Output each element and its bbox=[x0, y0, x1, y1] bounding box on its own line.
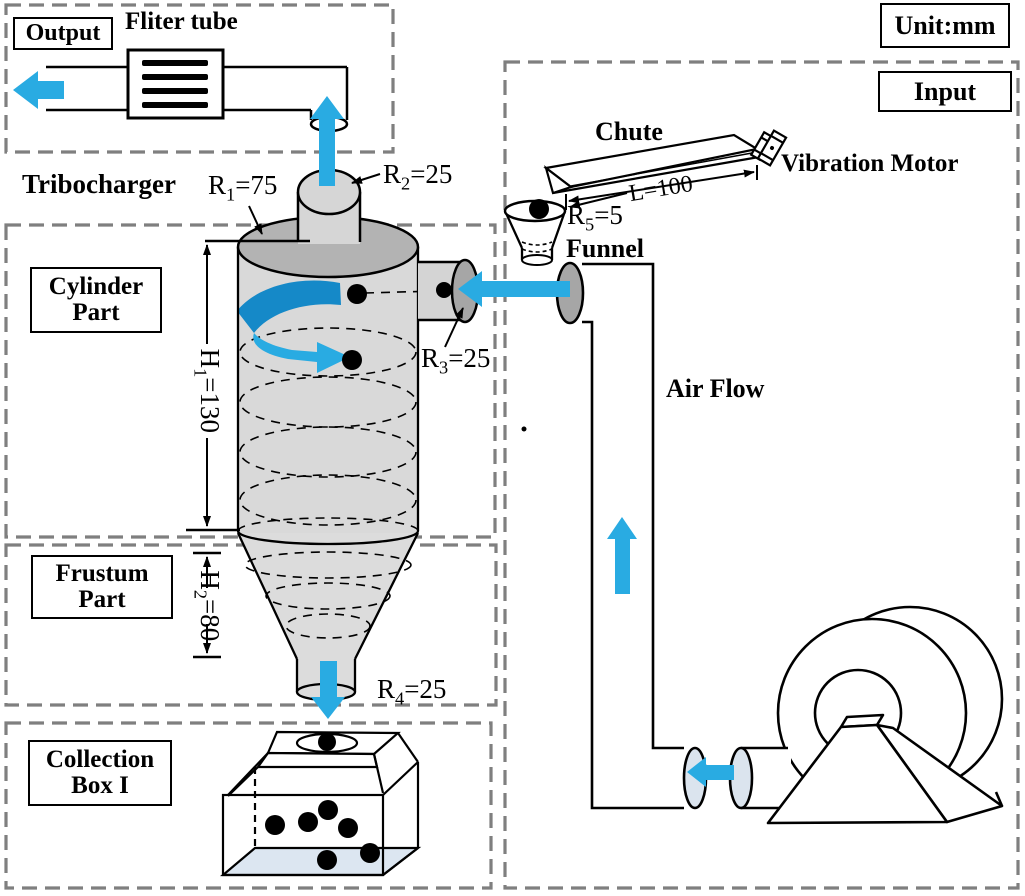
cylinder-part-line1: Cylinder bbox=[48, 272, 144, 300]
output-flow-arrow bbox=[13, 71, 64, 109]
h2-label: H2=80 bbox=[190, 570, 225, 642]
cylinder-body bbox=[238, 247, 418, 544]
swirl-arrow-dark bbox=[237, 280, 341, 333]
input-label-box: Input bbox=[878, 71, 1012, 112]
h1-label: H1=130 bbox=[190, 348, 225, 434]
cylinder-part-line2: Part bbox=[72, 299, 120, 326]
r5-label: R5=5 bbox=[567, 200, 623, 235]
frustum-part-label-box: Frustum Part bbox=[31, 555, 173, 619]
frustum-part-line1: Frustum bbox=[55, 559, 149, 587]
filter-tube-assembly bbox=[46, 48, 349, 133]
input-label: Input bbox=[913, 76, 977, 106]
r3-label: R3=25 bbox=[421, 343, 491, 378]
air-flow-label: Air Flow bbox=[666, 374, 765, 403]
swirl-arrow-head bbox=[253, 333, 350, 373]
blower-out-arrow bbox=[687, 757, 734, 787]
exit-up-arrow bbox=[310, 96, 344, 186]
funnel-assembly bbox=[503, 199, 567, 266]
particle-dot bbox=[342, 350, 362, 370]
chute-assembly bbox=[543, 129, 788, 195]
blower-stand bbox=[766, 713, 1004, 825]
output-region-border bbox=[4, 3, 395, 154]
chute-length-dimension bbox=[568, 169, 755, 204]
drop-down-arrow bbox=[311, 661, 345, 719]
particle-dot bbox=[529, 199, 549, 219]
stray-dot bbox=[521, 426, 527, 432]
output-label-box: Output bbox=[13, 17, 113, 50]
collection-box-3d bbox=[219, 730, 422, 877]
r3-pointer bbox=[444, 307, 464, 348]
collection-box-line2: Box I bbox=[71, 772, 129, 799]
blower bbox=[682, 605, 1004, 825]
r2-label: R2=25 bbox=[383, 159, 453, 194]
output-label: Output bbox=[25, 19, 101, 46]
particle-dot bbox=[347, 284, 367, 304]
tribocharger-vessel bbox=[236, 168, 480, 702]
flow-arrows bbox=[13, 71, 734, 787]
r1-pointer bbox=[248, 205, 263, 235]
collection-region-border bbox=[4, 721, 493, 890]
filter-tube-label: Fliter tube bbox=[125, 8, 238, 35]
dimension-lines bbox=[186, 165, 758, 659]
swirl-path-dashes bbox=[237, 290, 437, 639]
chute-label: Chute bbox=[595, 117, 663, 146]
airflow-up-arrow bbox=[607, 517, 637, 594]
unit-label: Unit:mm bbox=[894, 10, 996, 40]
input-region-border bbox=[503, 60, 1020, 890]
r2-pointer bbox=[351, 173, 381, 184]
frustum-part-line2: Part bbox=[78, 586, 126, 613]
funnel-label: Funnel bbox=[566, 234, 645, 263]
r1-label: R1=75 bbox=[208, 170, 278, 205]
inlet-flow-arrow bbox=[458, 271, 570, 307]
tribocharger-label: Tribocharger bbox=[22, 169, 176, 199]
vibration-motor-body bbox=[756, 129, 788, 167]
collection-box-label-box: Collection Box I bbox=[28, 740, 172, 806]
unit-label-box: Unit:mm bbox=[880, 3, 1010, 48]
collected-particles bbox=[265, 733, 380, 870]
cylinder-part-label-box: Cylinder Part bbox=[30, 267, 162, 333]
vibration-motor-label: Vibration Motor bbox=[781, 150, 959, 177]
r4-label: R4=25 bbox=[377, 674, 447, 709]
collection-box-line1: Collection bbox=[45, 745, 155, 773]
particle-dot bbox=[436, 282, 452, 298]
filter-tube-elements bbox=[142, 60, 208, 108]
